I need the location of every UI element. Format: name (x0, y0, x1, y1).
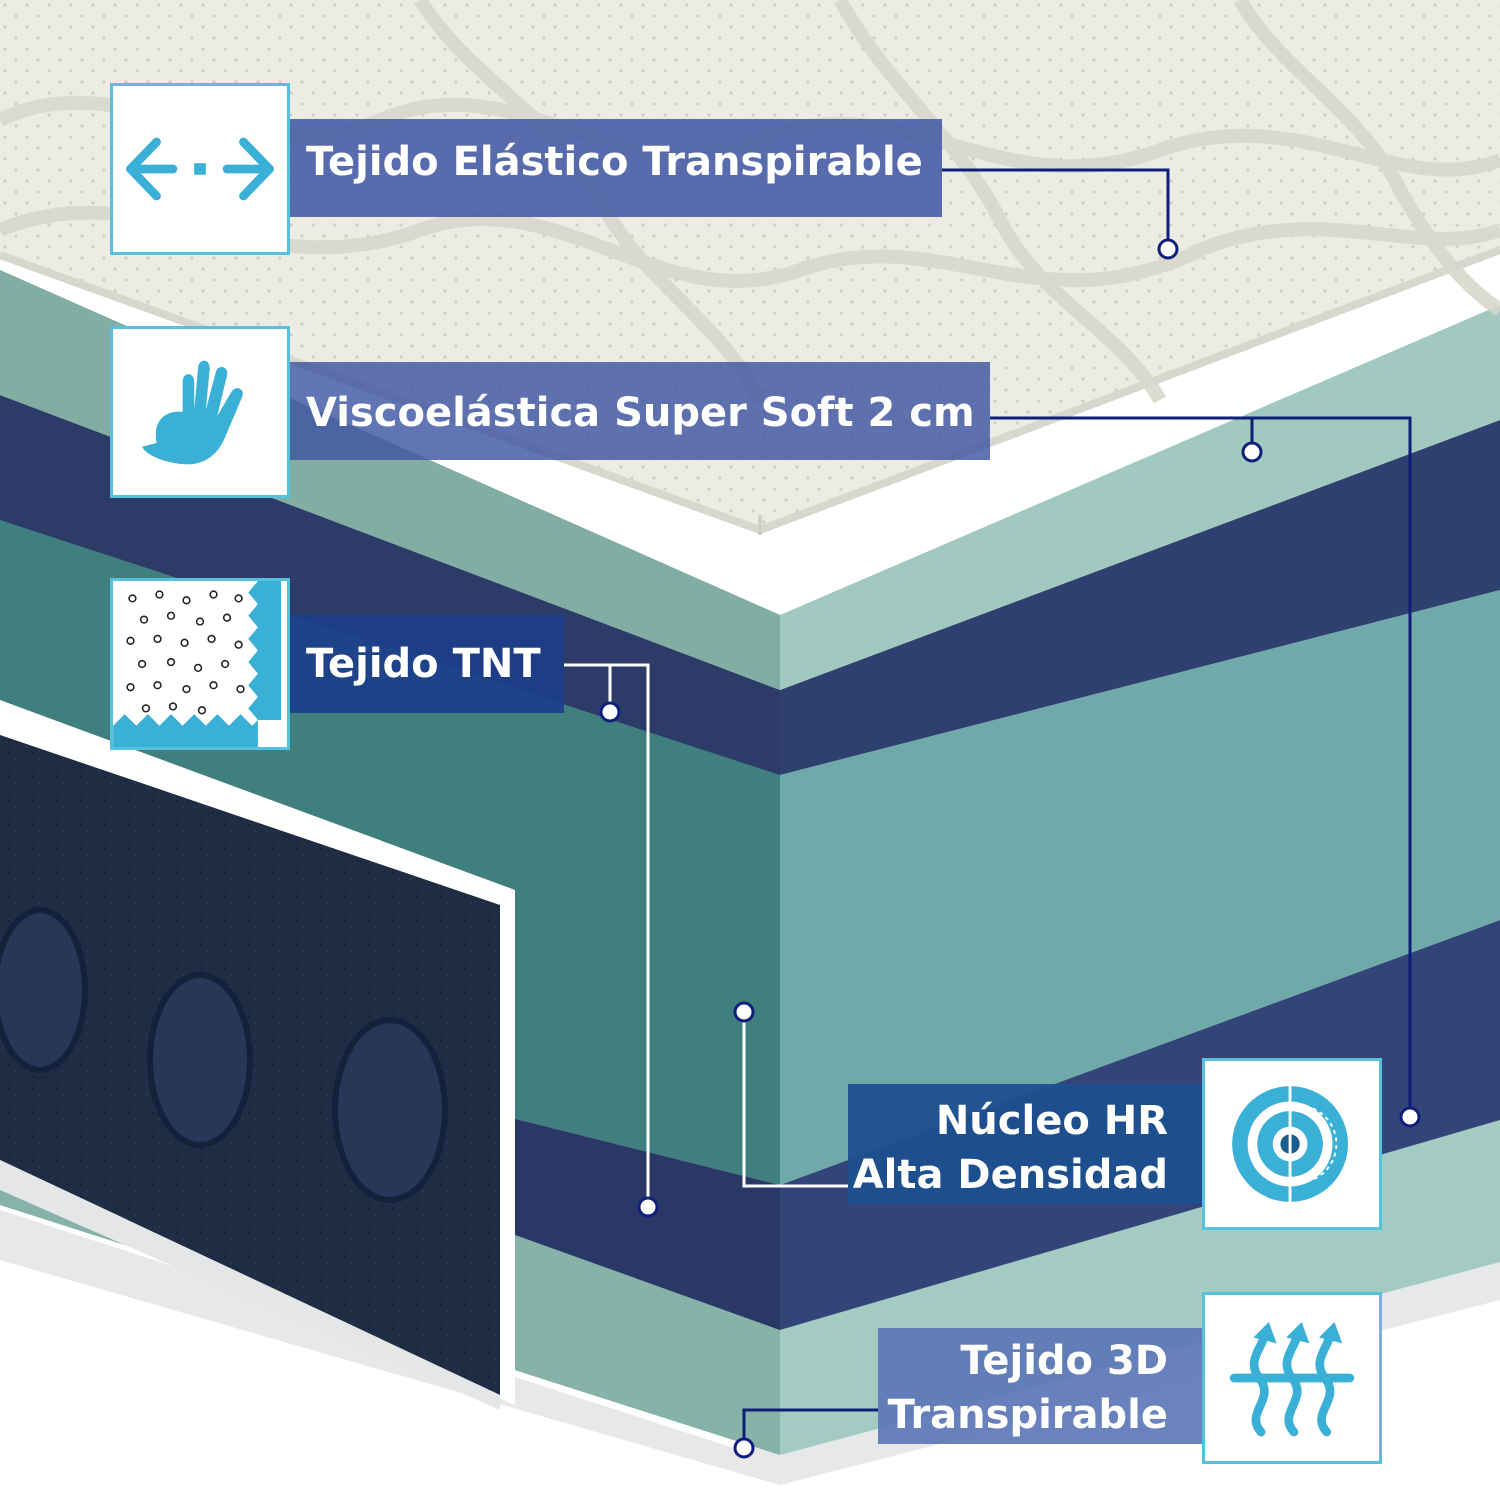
label-tejido-tnt-text: Tejido TNT (306, 641, 541, 687)
label-tejido-3d: Tejido 3D Transpirable (878, 1328, 1202, 1444)
bottom-navy-foam-layer (0, 920, 1500, 1330)
label-nucleo-line2: Alta Densidad (852, 1152, 1168, 1198)
double-arrow-icon (126, 137, 274, 201)
density-core-icon (1232, 1084, 1348, 1204)
label-tejido3d-line1: Tejido 3D (960, 1338, 1168, 1384)
double-arrow-icon-box (110, 83, 290, 255)
airflow-icon-box (1202, 1292, 1382, 1464)
fabric-dots-icon (113, 581, 282, 747)
label-tejido-elastico: Tejido Elástico Transpirable (290, 119, 942, 217)
fabric-dots-icon-box (110, 578, 290, 750)
label-viscoelastica-text: Viscoelástica Super Soft 2 cm (306, 390, 975, 436)
label-viscoelastica: Viscoelástica Super Soft 2 cm (290, 362, 990, 460)
label-tejido3d-line2: Transpirable (887, 1392, 1168, 1438)
airflow-icon (1229, 1322, 1355, 1437)
label-tejido-elastico-text: Tejido Elástico Transpirable (306, 139, 923, 185)
hand-icon-box (110, 326, 290, 498)
label-nucleo-hr: Núcleo HR Alta Densidad (848, 1084, 1202, 1204)
hand-icon (142, 360, 243, 465)
label-tejido-tnt: Tejido TNT (290, 615, 564, 713)
density-core-icon-box (1202, 1058, 1382, 1230)
label-nucleo-line1: Núcleo HR (935, 1098, 1168, 1144)
